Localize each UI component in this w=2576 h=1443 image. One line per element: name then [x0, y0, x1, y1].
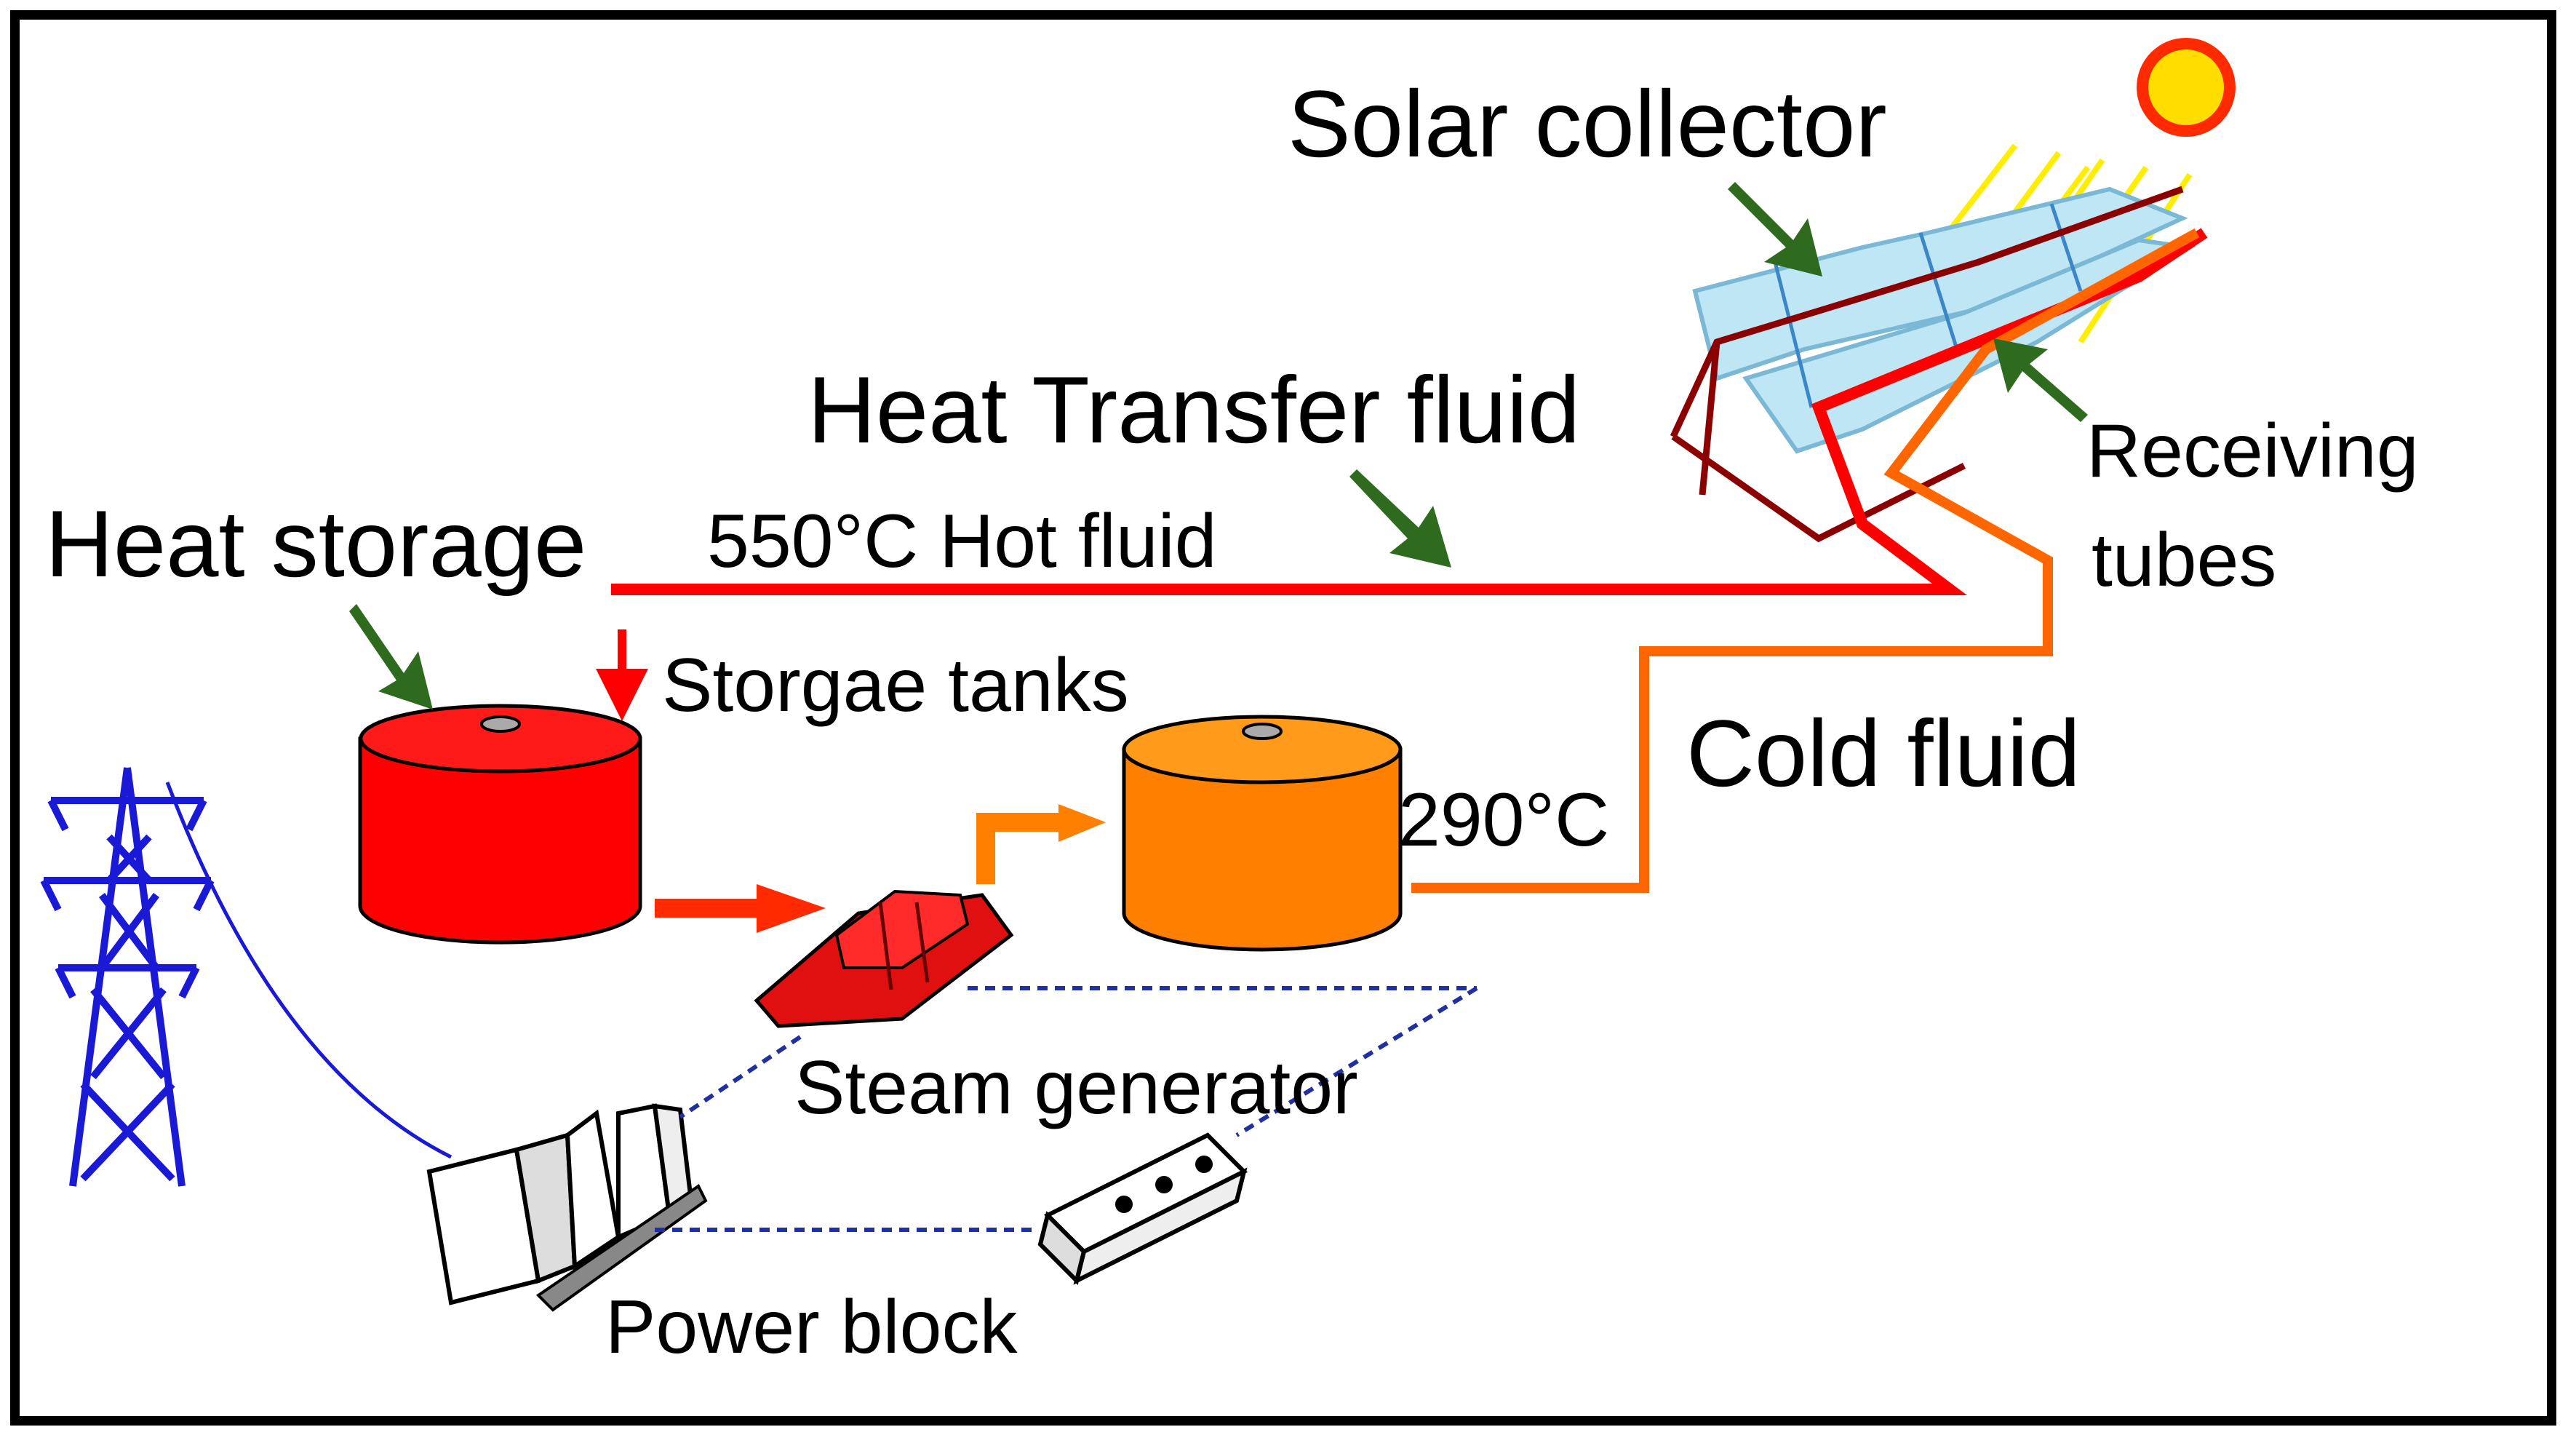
heat-storage-label: Heat storage	[45, 490, 587, 597]
tubes-pointer-arrow	[1993, 338, 2088, 422]
heat-transfer-fluid-label: Heat Transfer fluid	[808, 357, 1581, 463]
condenser	[1037, 1132, 1248, 1285]
hot-fluid-line	[611, 228, 2208, 595]
steam-generator-label: Steam generator	[794, 1046, 1358, 1130]
storage-pointer-arrow	[349, 604, 433, 709]
transmission-wire	[165, 782, 452, 1159]
hot-fluid-label: 550°C Hot fluid	[707, 499, 1217, 584]
tubes-label: tubes	[2091, 518, 2277, 603]
power-block-label: Power block	[605, 1285, 1018, 1370]
receiving-label: Receiving	[2086, 409, 2419, 493]
cold-temperature-label: 290°C	[1398, 778, 1610, 862]
turbine	[426, 1103, 708, 1312]
cold-fluid-label: Cold fluid	[1686, 700, 2081, 806]
hot-storage-tank	[358, 704, 642, 945]
storage-tanks-label: Storgae tanks	[662, 643, 1129, 728]
power-pylon-icon	[40, 767, 215, 1187]
collector-pointer-arrow	[1728, 182, 1822, 277]
htf-pointer-arrow	[1349, 469, 1451, 568]
steam-cycle-dotted-lines	[655, 986, 1478, 1232]
generator-to-cold-arrow	[976, 804, 1106, 884]
steam-generator	[754, 889, 1014, 1028]
sun-icon	[2137, 38, 2236, 137]
cold-storage-tank	[1122, 715, 1403, 952]
cold-fluid-line	[1411, 228, 2200, 893]
hot-to-generator-arrow	[655, 884, 826, 933]
solar-collector-label: Solar collector	[1288, 71, 1887, 177]
pointer-arrows	[349, 182, 2088, 709]
